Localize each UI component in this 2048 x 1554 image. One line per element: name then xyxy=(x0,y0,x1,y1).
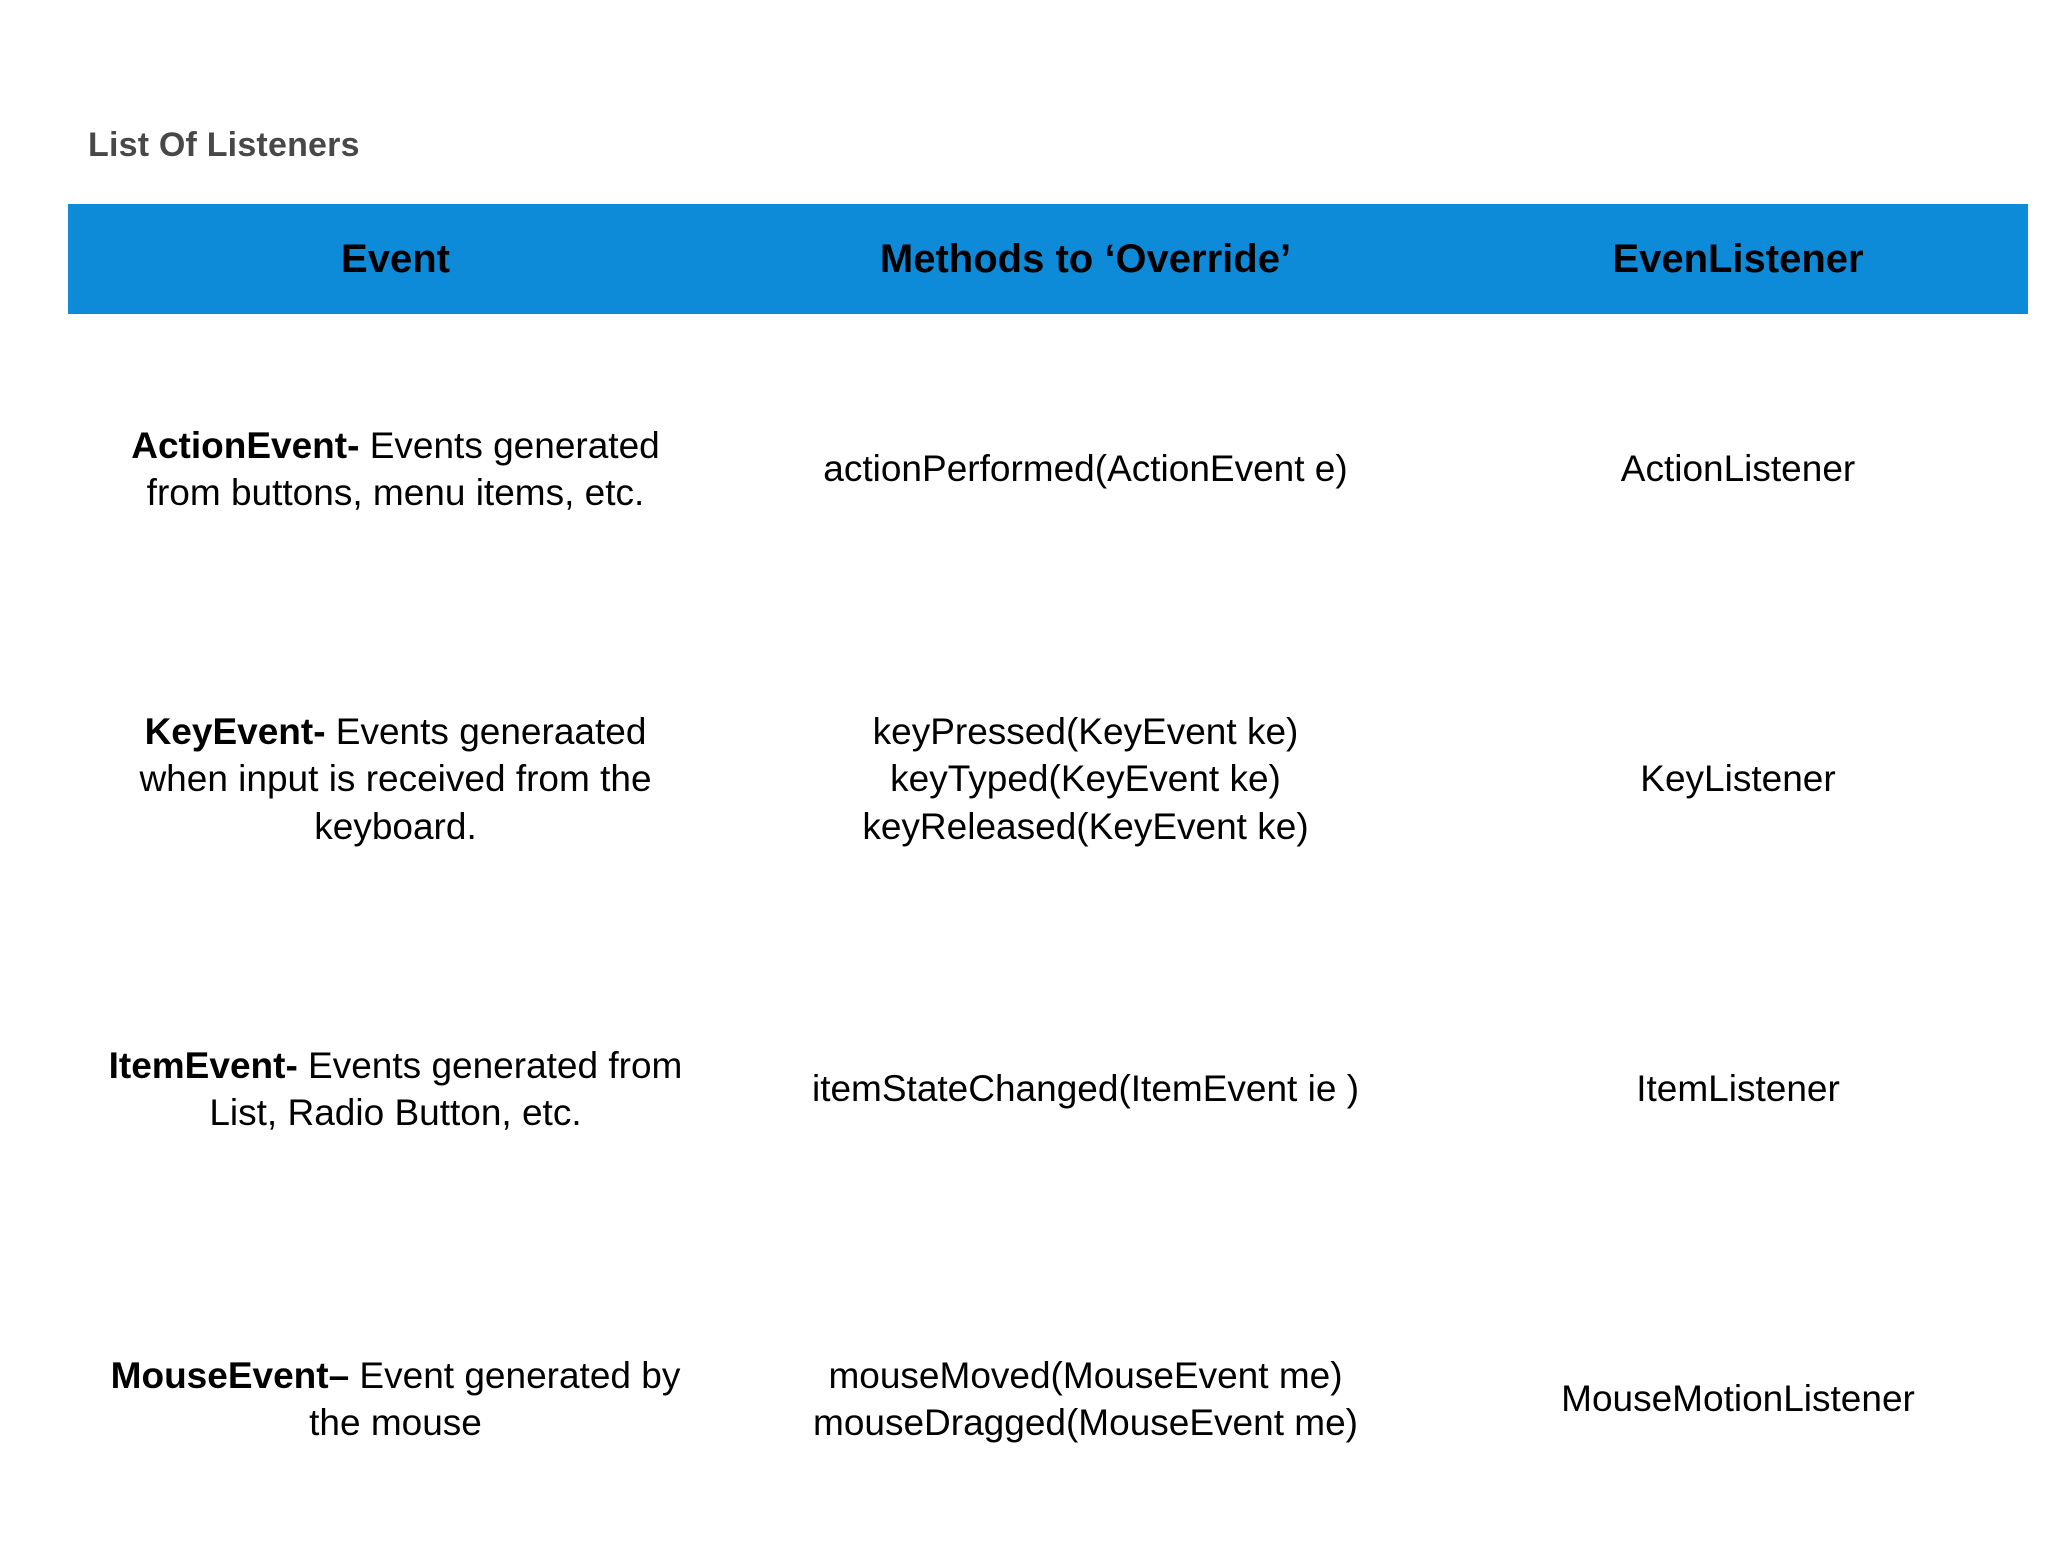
column-header-event: Event xyxy=(341,237,450,281)
event-name: KeyEvent- xyxy=(144,710,326,752)
table-row: ActionEvent- Events generated from butto… xyxy=(68,314,2028,624)
event-description: Events generated from buttons, menu item… xyxy=(146,424,660,513)
cell-listener: ItemListener xyxy=(1636,1068,1840,1110)
cell-listener: MouseMotionListener xyxy=(1561,1378,1915,1420)
method-signature: itemStateChanged(ItemEvent ie ) xyxy=(811,1068,1360,1110)
cell-event: KeyEvent- Events generaated when input i… xyxy=(68,708,723,850)
cell-methods: actionPerformed(ActionEvent e) xyxy=(723,445,1448,492)
cell-event: ItemEvent- Events generated from List, R… xyxy=(68,1042,723,1137)
column-header-methods: Methods to ‘Override’ xyxy=(879,237,1292,281)
page-title: List Of Listeners xyxy=(88,126,360,164)
table-row: KeyEvent- Events generaated when input i… xyxy=(68,624,2028,934)
method-signature: actionPerformed(ActionEvent e) xyxy=(823,448,1348,490)
cell-methods: keyPressed(KeyEvent ke) keyTyped(KeyEven… xyxy=(723,708,1448,850)
cell-listener: KeyListener xyxy=(1640,758,1836,800)
cell-methods: mouseMoved(MouseEvent me) mouseDragged(M… xyxy=(723,1352,1448,1447)
event-name: MouseEvent– xyxy=(110,1354,350,1396)
cell-event: MouseEvent– Event generated by the mouse xyxy=(68,1352,723,1447)
table-row: ItemEvent- Events generated from List, R… xyxy=(68,934,2028,1244)
event-description: Event generated by the mouse xyxy=(309,1354,681,1443)
cell-methods: itemStateChanged(ItemEvent ie ) xyxy=(723,1065,1448,1112)
event-description: Events generated from List, Radio Button… xyxy=(209,1044,683,1133)
cell-event: ActionEvent- Events generated from butto… xyxy=(68,422,723,517)
event-description: Events generaated when input is received… xyxy=(139,710,652,847)
event-name: ActionEvent- xyxy=(131,424,360,466)
table-header-row: Event Methods to ‘Override’ EvenListener xyxy=(68,204,2028,314)
method-signature: mouseDragged(MouseEvent me) xyxy=(813,1402,1358,1443)
method-signature: keyTyped(KeyEvent ke) xyxy=(890,758,1281,800)
column-header-listener: EvenListener xyxy=(1612,237,1864,281)
listeners-table: Event Methods to ‘Override’ EvenListener… xyxy=(68,204,2028,1554)
method-signature: mouseMoved(MouseEvent me) xyxy=(828,1354,1343,1396)
method-signature: keyPressed(KeyEvent ke) xyxy=(872,710,1299,752)
method-signature: keyReleased(KeyEvent ke) xyxy=(862,805,1309,847)
event-name: ItemEvent- xyxy=(108,1044,298,1086)
cell-listener: ActionListener xyxy=(1620,448,1856,490)
table-row: MouseEvent– Event generated by the mouse… xyxy=(68,1244,2028,1554)
